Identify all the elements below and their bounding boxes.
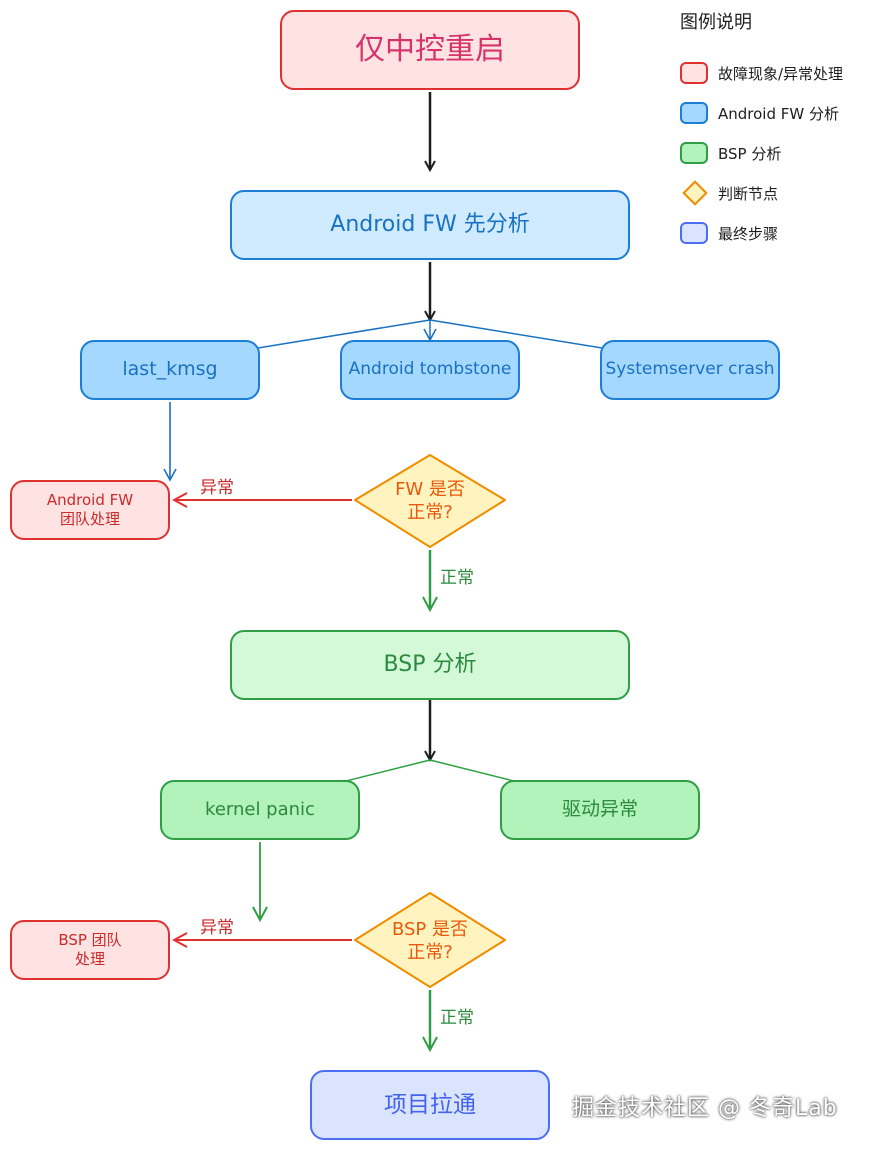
legend-swatch-indigo — [680, 222, 708, 244]
node-last-kmsg: last_kmsg — [80, 340, 260, 400]
legend-item-android-fw: Android FW 分析 — [680, 100, 839, 126]
node-final: 项目拉通 — [310, 1070, 550, 1140]
fw-check-diamond — [354, 454, 506, 548]
legend-label: 最终步骤 — [718, 224, 779, 243]
legend-item-fault: 故障现象/异常处理 — [680, 60, 843, 86]
legend-item-bsp: BSP 分析 — [680, 140, 781, 166]
bsp-abnormal-label: 异常 — [200, 918, 234, 938]
bsp-check-diamond — [354, 892, 506, 988]
legend-label: 判断节点 — [718, 184, 779, 203]
legend-swatch-diamond — [682, 180, 708, 206]
node-bsp-analysis: BSP 分析 — [230, 630, 630, 700]
legend-item-final: 最终步骤 — [680, 220, 778, 246]
legend-swatch-green — [680, 142, 708, 164]
legend-title: 图例说明 — [680, 12, 752, 33]
fw-check-label: FW 是否 正常? — [395, 479, 465, 524]
node-driver-abnormal: 驱动异常 — [500, 780, 700, 840]
node-tombstone: Android tombstone — [340, 340, 520, 400]
bsp-normal-label: 正常 — [440, 1008, 474, 1028]
node-fw-analysis: Android FW 先分析 — [230, 190, 630, 260]
legend-item-decision: 判断节点 — [680, 180, 778, 206]
node-fw-team: Android FW 团队处理 — [10, 480, 170, 540]
bsp-check-label: BSP 是否 正常? — [391, 919, 469, 964]
legend-label: Android FW 分析 — [718, 104, 839, 123]
legend-label: 故障现象/异常处理 — [718, 64, 844, 83]
legend-swatch-red — [680, 62, 708, 84]
fw-normal-label: 正常 — [440, 568, 474, 588]
node-systemserver-crash: Systemserver crash — [600, 340, 780, 400]
legend-label: BSP 分析 — [718, 144, 782, 163]
node-kernel-panic: kernel panic — [160, 780, 360, 840]
node-bsp-team: BSP 团队 处理 — [10, 920, 170, 980]
node-restart: 仅中控重启 — [280, 10, 580, 90]
legend-swatch-blue — [680, 102, 708, 124]
fw-abnormal-label: 异常 — [200, 478, 234, 498]
watermark: 掘金技术社区 @ 冬奇Lab — [572, 1096, 838, 1121]
